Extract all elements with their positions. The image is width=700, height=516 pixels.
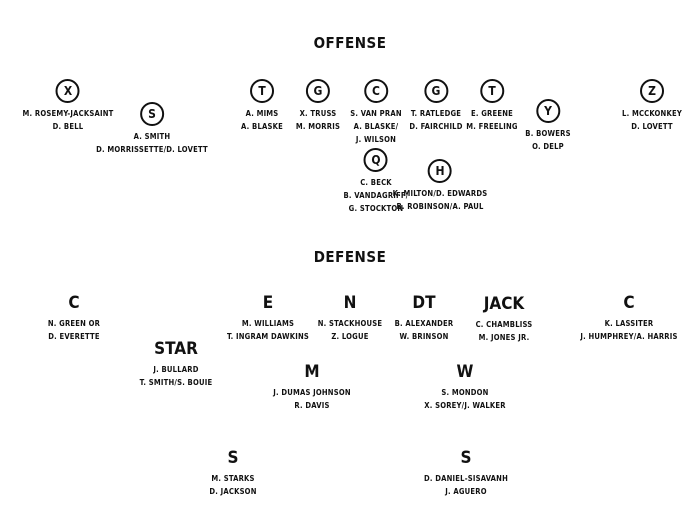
position-label: C [623, 293, 635, 313]
offense-position-t: T E. GREENE M. FREELING [466, 79, 518, 133]
position-label: JACK [483, 294, 525, 314]
player-name: D. LOVETT [631, 122, 673, 131]
position-circle-label: G [423, 79, 448, 103]
player-name: M. ROSEMY-JACKSAINT [22, 109, 114, 118]
player-name: D. BELL [52, 122, 84, 131]
player-name: A. SMITH [133, 132, 171, 141]
player-name: T. RATLEDGE [410, 109, 462, 118]
player-name: N. GREEN OR [47, 319, 101, 328]
offense-position-g: G T. RATLEDGE D. FAIRCHILD [409, 79, 462, 133]
player-name: T. SMITH/S. BOUIE [139, 378, 213, 387]
player-name: X. SOREY/J. WALKER [424, 401, 506, 410]
player-name: A. MIMS [245, 109, 279, 118]
player-name: M. STARKS [211, 474, 255, 483]
player-name: S. VAN PRAN [350, 109, 402, 118]
position-label: M [304, 362, 320, 382]
position-circle-label: X [56, 79, 80, 103]
player-name: J. WILSON [355, 135, 397, 144]
player-name: D. FAIRCHILD [409, 122, 463, 131]
position-label: E [262, 293, 274, 313]
position-label: W [456, 362, 474, 382]
defense-position-c: C N. GREEN OR D. EVERETTE [48, 293, 100, 343]
position-circle-label: T [250, 79, 274, 103]
player-name: J. DUMAS JOHNSON [273, 388, 351, 397]
defense-position-star: STAR J. BULLARD T. SMITH/S. BOUIE [140, 339, 213, 389]
player-name: J. HUMPHREY/A. HARRIS [580, 332, 678, 341]
player-name: C. CHAMBLISS [475, 320, 533, 329]
player-name: B. BOWERS [525, 129, 571, 138]
position-label: C [68, 293, 80, 313]
player-name: A. BLASKE/ [353, 122, 399, 131]
player-name: M. WILLIAMS [241, 319, 295, 328]
player-name: D. JACKSON [209, 487, 257, 496]
position-circle-label: T [480, 79, 504, 103]
offense-position-c: C S. VAN PRAN A. BLASKE/J. WILSON [350, 79, 402, 146]
offense-position-x: X M. ROSEMY-JACKSAINT D. BELL [23, 79, 114, 133]
offense-position-z: Z L. MCCKONKEY D. LOVETT [622, 79, 682, 133]
player-name: X. TRUSS [299, 109, 337, 118]
player-name: M. MORRIS [295, 122, 341, 131]
player-name: D. MORRISSETTE/D. LOVETT [96, 145, 208, 154]
offense-position-g: G X. TRUSS M. MORRIS [296, 79, 340, 133]
player-name: M. FREELING [466, 122, 518, 131]
player-name: D. EVERETTE [48, 332, 100, 341]
defense-position-dt: DT B. ALEXANDER W. BRINSON [395, 293, 454, 343]
position-label: S [460, 448, 472, 468]
player-name: L. MCCKONKEY [622, 109, 682, 118]
position-label: DT [412, 293, 436, 313]
player-name: T. INGRAM DAWKINS [226, 332, 310, 341]
offense-position-q: Q C. BECK B. VANDAGRIFF/G. STOCKTON [344, 148, 409, 215]
defense-position-n: N N. STACKHOUSE Z. LOGUE [318, 293, 383, 343]
player-name: S. MONDON [441, 388, 489, 397]
defense-position-jack: JACK C. CHAMBLISS M. JONES JR. [476, 294, 533, 344]
player-name: M. JONES JR. [478, 333, 530, 342]
position-circle-label: C [364, 79, 388, 103]
player-name: Z. LOGUE [331, 332, 369, 341]
position-circle-label: Q [364, 148, 388, 172]
offense-position-y: Y B. BOWERS O. DELP [525, 99, 570, 153]
player-name: N. STACKHOUSE [317, 319, 383, 328]
player-name: B. ROBINSON/A. PAUL [396, 202, 484, 211]
offense-position-t: T A. MIMS A. BLASKE [241, 79, 283, 133]
position-label: N [343, 293, 357, 313]
offense-position-h: H K. MILTON/D. EDWARDS B. ROBINSON/A. PAUL [393, 159, 488, 213]
defense-position-e: E M. WILLIAMS T. INGRAM DAWKINS [227, 293, 309, 343]
position-label: STAR [154, 339, 198, 359]
defense-position-m: M J. DUMAS JOHNSON R. DAVIS [273, 362, 351, 412]
offense-title: OFFENSE [313, 34, 387, 52]
player-name: G. STOCKTON [348, 204, 404, 213]
defense-position-s: S M. STARKS D. JACKSON [209, 448, 256, 498]
defense-position-c: C K. LASSITER J. HUMPHREY/A. HARRIS [580, 293, 677, 343]
defense-title: DEFENSE [313, 248, 387, 266]
player-name: C. BECK [360, 178, 392, 187]
position-circle-label: Y [535, 99, 560, 123]
player-name: D. DANIEL-SISAVANH [424, 474, 508, 483]
player-name: B. VANDAGRIFF/ [343, 191, 409, 200]
player-name: J. BULLARD [153, 365, 199, 374]
position-circle-label: Z [639, 79, 664, 103]
player-name: K. LASSITER [604, 319, 654, 328]
position-circle-label: G [305, 79, 330, 103]
position-circle-label: H [428, 159, 452, 183]
player-name: A. BLASKE [241, 122, 283, 131]
position-circle-label: S [139, 102, 164, 126]
player-name: W. BRINSON [399, 332, 449, 341]
defense-position-w: W S. MONDON X. SOREY/J. WALKER [424, 362, 506, 412]
player-name: J. AGUERO [445, 487, 487, 496]
player-name: R. DAVIS [294, 401, 330, 410]
player-name: K. MILTON/D. EDWARDS [392, 189, 488, 198]
offense-position-s: S A. SMITH D. MORRISSETTE/D. LOVETT [96, 102, 208, 156]
player-name: O. DELP [532, 142, 564, 151]
position-label: S [227, 448, 239, 468]
player-name: E. GREENE [470, 109, 514, 118]
player-name: B. ALEXANDER [394, 319, 454, 328]
defense-position-s: S D. DANIEL-SISAVANH J. AGUERO [424, 448, 508, 498]
